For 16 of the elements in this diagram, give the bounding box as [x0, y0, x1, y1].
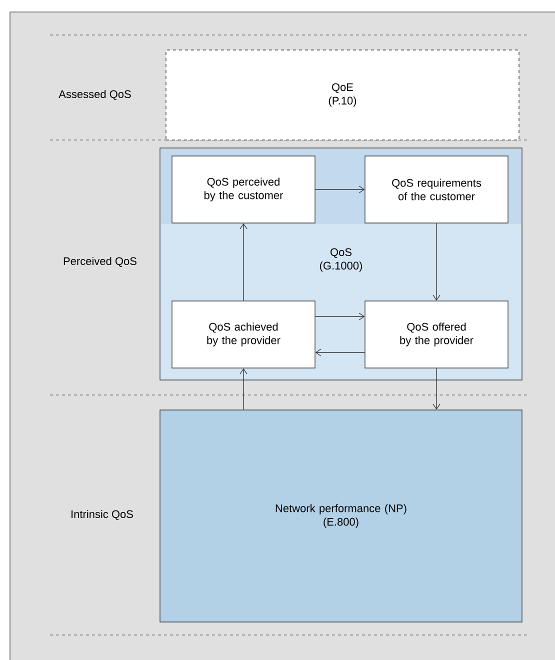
- process-box: QoS offered by the provider: [364, 300, 508, 368]
- arrow: [240, 223, 248, 301]
- arrow: [315, 348, 365, 356]
- arrow: [432, 223, 440, 301]
- network-performance-box: Network performance (NP) (E.800): [160, 410, 522, 622]
- layer-label: Intrinsic QoS: [72, 510, 133, 520]
- process-box: QoS requirements of the customer: [364, 156, 508, 224]
- arrow: [240, 368, 248, 410]
- layer-label: Perceived QoS: [64, 256, 136, 267]
- arrow: [315, 186, 365, 194]
- process-box: QoS achieved by the provider: [172, 300, 316, 368]
- arrow: [315, 312, 365, 320]
- process-box: QoS perceived by the customer: [172, 156, 316, 224]
- qoe-box: QoE (P.10): [166, 50, 520, 140]
- arrow: [432, 368, 440, 410]
- layer-label: Assessed QoS: [58, 90, 131, 100]
